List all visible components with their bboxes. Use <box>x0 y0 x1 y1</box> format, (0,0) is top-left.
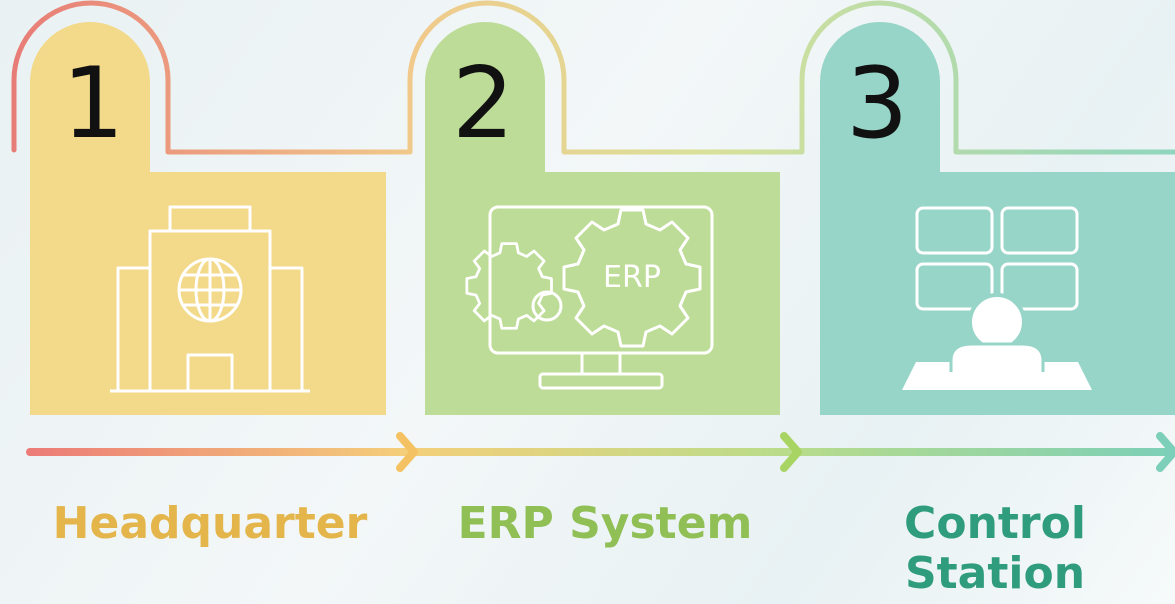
step-3-label: Control Station <box>904 498 1086 599</box>
chevron-right-icon-2 <box>780 432 802 472</box>
small-gear-icon <box>465 242 553 330</box>
erp-icon-text: ERP <box>603 260 661 295</box>
step-2-number: 2 <box>452 47 515 161</box>
step-2-panel <box>425 22 780 415</box>
top-outline <box>11 0 1175 155</box>
step-1-label: Headquarter <box>52 498 368 549</box>
step-1-number: 1 <box>62 47 125 161</box>
step-2-label: ERP System <box>457 498 753 549</box>
erp-monitor-icon <box>465 205 714 390</box>
control-station-icon <box>902 206 1092 390</box>
step-3-panel <box>820 22 1175 415</box>
building-globe-icon <box>110 205 310 393</box>
large-gear-icon <box>562 208 702 348</box>
step-3-number: 3 <box>846 47 909 161</box>
chevron-right-icon-1 <box>396 432 418 472</box>
chevron-right-icon-3 <box>1156 432 1175 472</box>
